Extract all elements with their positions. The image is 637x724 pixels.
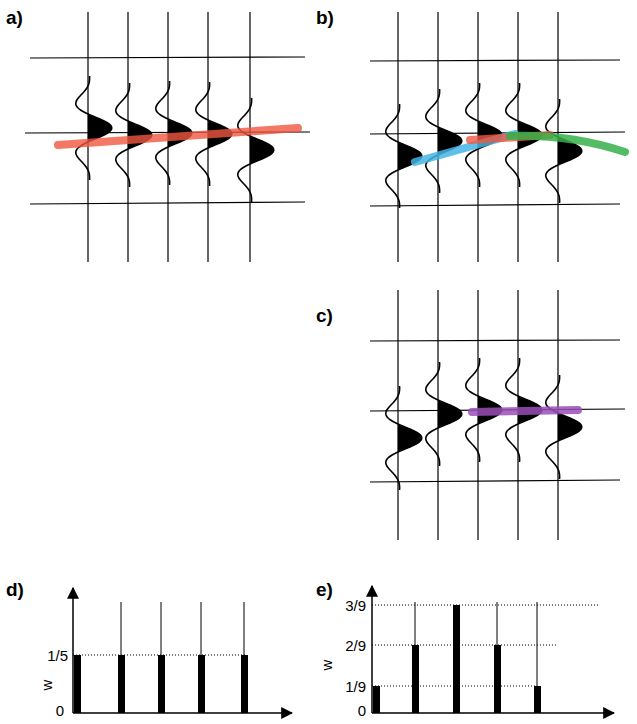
tick-label: 2/9 (345, 638, 366, 653)
wiggle-trace (238, 98, 274, 202)
purple-horizon-line (472, 410, 578, 412)
grid-a (25, 12, 310, 262)
axis-title: w (39, 680, 54, 691)
green-horizon-line (510, 136, 625, 152)
panel-letter: c) (316, 306, 333, 325)
red-horizon-line (58, 128, 298, 145)
axis-title: w (319, 660, 334, 671)
grid-b (370, 12, 625, 262)
grid-c (370, 290, 625, 540)
panel-letter: e) (316, 580, 333, 599)
tick-label: 0 (56, 703, 64, 718)
wiggle-trace (386, 386, 422, 490)
weight-chart-d (73, 588, 292, 713)
tick-label: 1/9 (345, 679, 366, 694)
wiggle-trace (386, 104, 422, 208)
panel-letter: b) (316, 8, 334, 27)
wiggle-trace (426, 89, 462, 193)
wiggle-trace (426, 362, 462, 466)
picking-lines (58, 128, 625, 412)
wiggle-trace (546, 375, 582, 479)
panel-letter: d) (6, 580, 24, 599)
panel-letter: a) (6, 8, 23, 27)
wiggle-trace (76, 76, 112, 180)
wiggle-trace (546, 99, 582, 203)
tick-label: 1/5 (47, 648, 68, 663)
tick-label: 3/9 (345, 598, 366, 613)
weight-chart-e (372, 586, 614, 713)
tick-label: 0 (358, 703, 366, 718)
